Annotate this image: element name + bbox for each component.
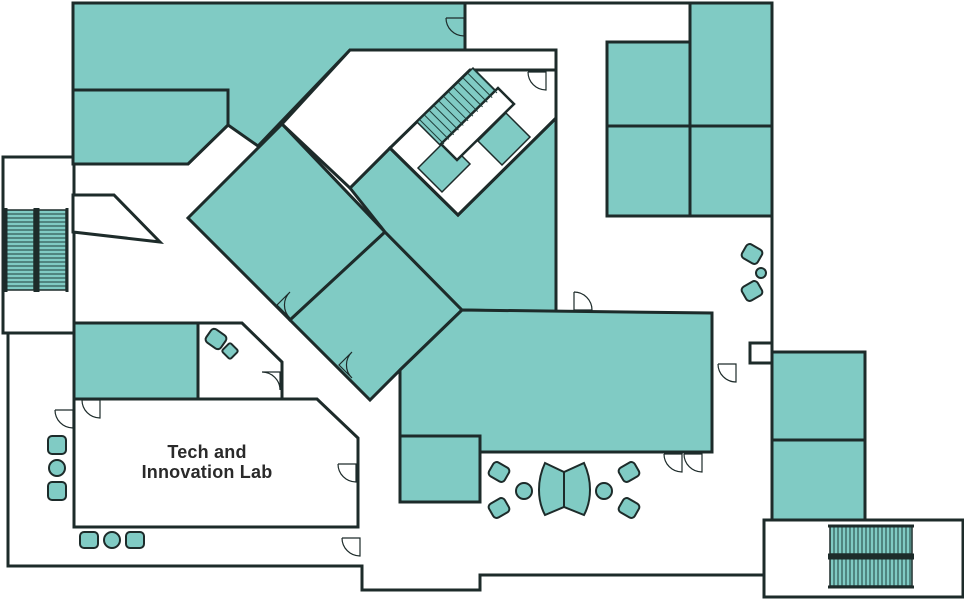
room-east-central-annex: [398, 434, 482, 504]
step-line: [467, 73, 493, 98]
round-table-icon: [48, 267, 767, 549]
step-line: [463, 77, 488, 103]
room-east-central: [398, 308, 714, 454]
west-ramp-wall: [71, 193, 165, 244]
step-line: [443, 96, 469, 122]
tech-innovation-lab-room: [72, 397, 360, 529]
room-ne-1: [605, 40, 692, 128]
lounge-chair-icon: [47, 243, 764, 549]
sofa-icon: [538, 461, 591, 517]
tech-innovation-lab-label: Tech and Innovation Lab: [120, 442, 294, 482]
step-line: [458, 82, 483, 108]
step-line: [434, 105, 459, 131]
west-escalator-icon: [4, 208, 69, 292]
room-west-small: [72, 321, 200, 401]
step-line: [424, 115, 450, 140]
east-escalator-icon: [828, 524, 914, 589]
step-line: [429, 110, 454, 136]
step-line: [448, 91, 474, 117]
room-east-2: [770, 438, 867, 522]
room-ne-2: [688, 1, 774, 128]
room-northwest-inner: [71, 88, 230, 166]
step-line: [453, 87, 479, 112]
step-line: [419, 119, 445, 145]
door-swing-icon: [54, 17, 737, 557]
lab-label-line2: Innovation Lab: [141, 462, 273, 482]
lab-label-line1: Tech and: [167, 442, 247, 462]
step-line: [438, 101, 464, 126]
room-ne-4: [688, 124, 774, 218]
stairs-icon: [415, 66, 532, 194]
room-ne-3: [605, 124, 692, 218]
ne-small-closet: [748, 341, 774, 365]
room-east-1: [770, 350, 867, 442]
step-line: [472, 68, 498, 94]
